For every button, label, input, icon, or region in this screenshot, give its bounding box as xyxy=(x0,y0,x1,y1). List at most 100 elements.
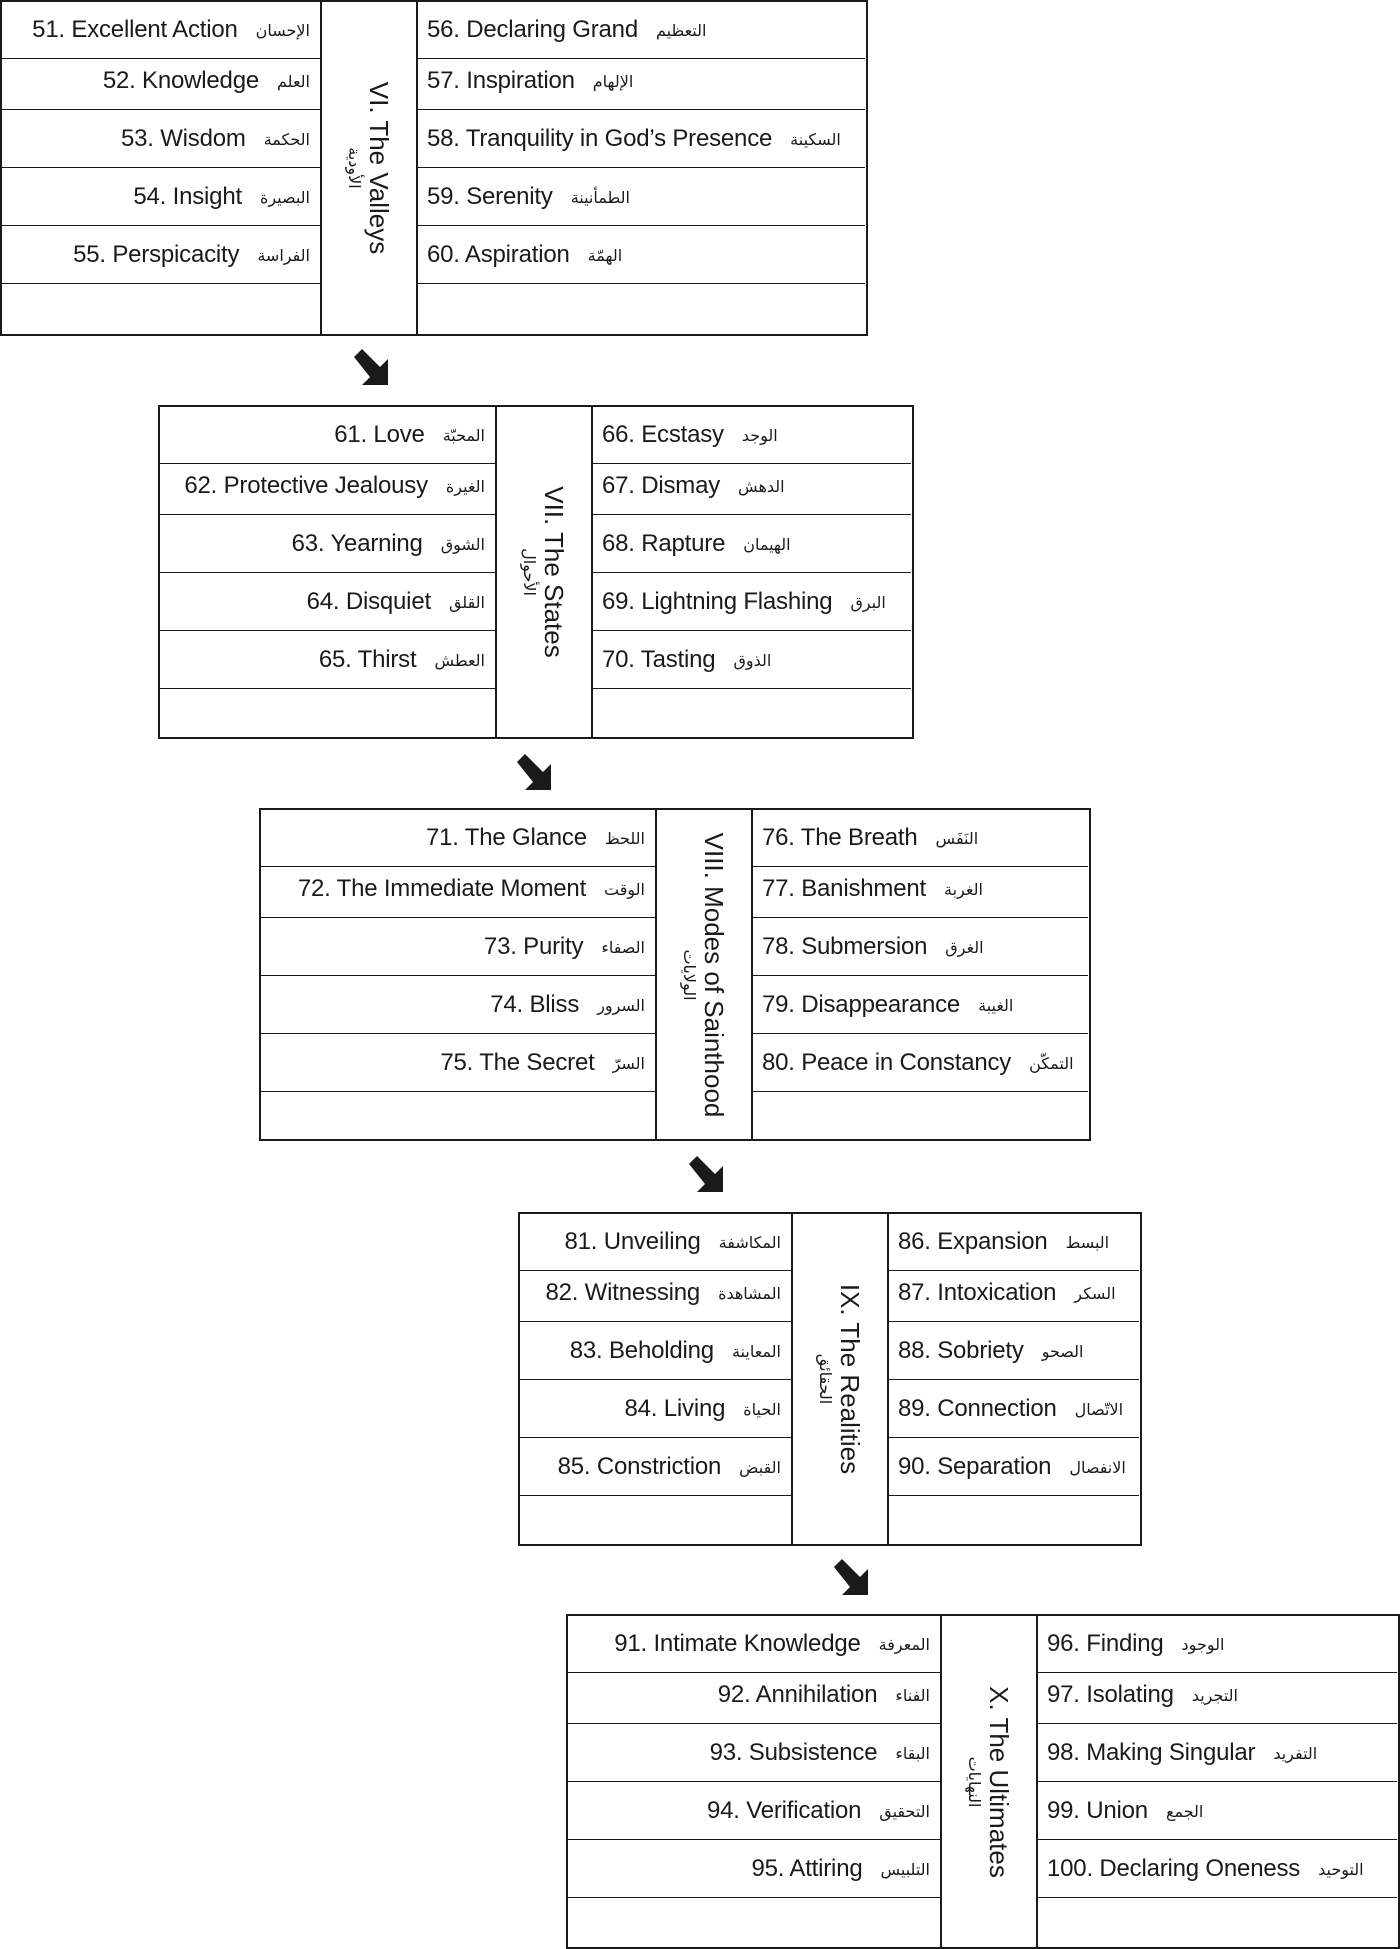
station-arabic: البقاء xyxy=(895,1743,930,1763)
station-arabic: المحبّة xyxy=(442,425,485,445)
station-arabic: المشاهدة xyxy=(718,1283,781,1303)
station-label: 74. Bliss xyxy=(490,991,580,1018)
station-row: 60. Aspiration الهمّة xyxy=(418,227,865,284)
station-arabic: السرور xyxy=(597,995,645,1015)
station-arabic: القلق xyxy=(448,592,485,612)
station-arabic: الإلهام xyxy=(592,71,634,91)
section-title-arabic: الولايات xyxy=(680,948,700,1001)
station-label: 69. Lightning Flashing xyxy=(602,588,833,615)
station-arabic: البسط xyxy=(1065,1232,1110,1252)
station-label: 63. Yearning xyxy=(291,530,423,557)
station-label: 95. Attiring xyxy=(751,1855,863,1882)
station-arabic: الصفاء xyxy=(601,937,645,957)
station-label: 71. The Glance xyxy=(425,824,587,851)
station-label: 70. Tasting xyxy=(602,646,716,673)
station-arabic: التلبيس xyxy=(880,1859,931,1879)
station-label: 75. The Secret xyxy=(440,1049,595,1076)
station-label: 77. Banishment xyxy=(762,875,926,902)
station-label: 78. Submersion xyxy=(762,933,928,960)
station-arabic: اللحظ xyxy=(604,828,645,848)
station-label: 83. Beholding xyxy=(569,1337,714,1364)
station-arabic: الدهش xyxy=(738,476,785,496)
down-right-arrow-icon xyxy=(689,1156,723,1192)
down-right-arrow-icon xyxy=(517,754,551,790)
station-arabic: الهيمان xyxy=(743,534,791,554)
station-label: 93. Subsistence xyxy=(709,1739,878,1766)
station-label: 68. Rapture xyxy=(602,530,726,557)
station-label: 100. Declaring Oneness xyxy=(1047,1855,1301,1882)
station-label: 97. Isolating xyxy=(1047,1681,1174,1708)
station-arabic: النَفَس xyxy=(935,828,979,848)
station-row: 100. Declaring Oneness التوحيد xyxy=(1038,1841,1397,1898)
station-row: 68. Rapture الهيمان xyxy=(593,516,911,573)
section-title-english: VII. The States xyxy=(539,486,570,658)
station-arabic: العطش xyxy=(434,650,485,670)
station-row: 97. Isolating التجريد xyxy=(1038,1667,1397,1724)
station-label: 99. Union xyxy=(1047,1797,1148,1824)
station-arabic: التجريد xyxy=(1191,1685,1238,1705)
station-row: 66. Ecstasy الوجد xyxy=(593,407,911,464)
station-label: 98. Making Singular xyxy=(1047,1739,1256,1766)
station-label: 58. Tranquility in God’s Presence xyxy=(427,125,773,152)
station-row: 95. Attiring التلبيس xyxy=(568,1841,940,1898)
station-label: 60. Aspiration xyxy=(427,241,570,268)
station-label: 61. Love xyxy=(334,421,425,448)
station-row: 84. Living الحياة xyxy=(520,1381,791,1438)
section-title-english: X. The Ultimates xyxy=(984,1685,1015,1878)
station-arabic: الغيرة xyxy=(445,476,485,496)
station-arabic: التوحيد xyxy=(1318,1859,1364,1879)
station-label: 89. Connection xyxy=(898,1395,1057,1422)
station-arabic: الوجود xyxy=(1181,1634,1225,1654)
station-label: 84. Living xyxy=(624,1395,726,1422)
station-arabic: المعرفة xyxy=(878,1634,930,1654)
station-label: 53. Wisdom xyxy=(120,125,246,152)
station-arabic: الحياة xyxy=(743,1399,781,1419)
station-row: 61. Love المحبّة xyxy=(160,407,495,464)
station-arabic: التمكّن xyxy=(1029,1053,1074,1073)
station-label: 76. The Breath xyxy=(762,824,918,851)
station-label: 54. Insight xyxy=(133,183,242,210)
station-label: 82. Witnessing xyxy=(545,1279,701,1306)
section-title-english: VIII. Modes of Sainthood xyxy=(699,832,730,1117)
station-arabic: الفناء xyxy=(895,1685,930,1705)
station-arabic: الوجد xyxy=(741,425,778,445)
station-row: 94. Verification التحقيق xyxy=(568,1783,940,1840)
station-label: 91. Intimate Knowledge xyxy=(614,1630,861,1657)
station-label: 66. Ecstasy xyxy=(602,421,724,448)
station-arabic: المكاشفة xyxy=(718,1232,781,1252)
station-label: 85. Constriction xyxy=(557,1453,722,1480)
station-arabic: الهمّة xyxy=(587,245,623,265)
station-label: 87. Intoxication xyxy=(898,1279,1057,1306)
station-label: 94. Verification xyxy=(707,1797,862,1824)
left-column: 91. Intimate Knowledge المعرفة 92. Annihil… xyxy=(568,1616,940,1947)
station-arabic: التحقيق xyxy=(879,1801,930,1821)
station-arabic: الصحو xyxy=(1041,1341,1084,1361)
station-label: 57. Inspiration xyxy=(427,67,575,94)
